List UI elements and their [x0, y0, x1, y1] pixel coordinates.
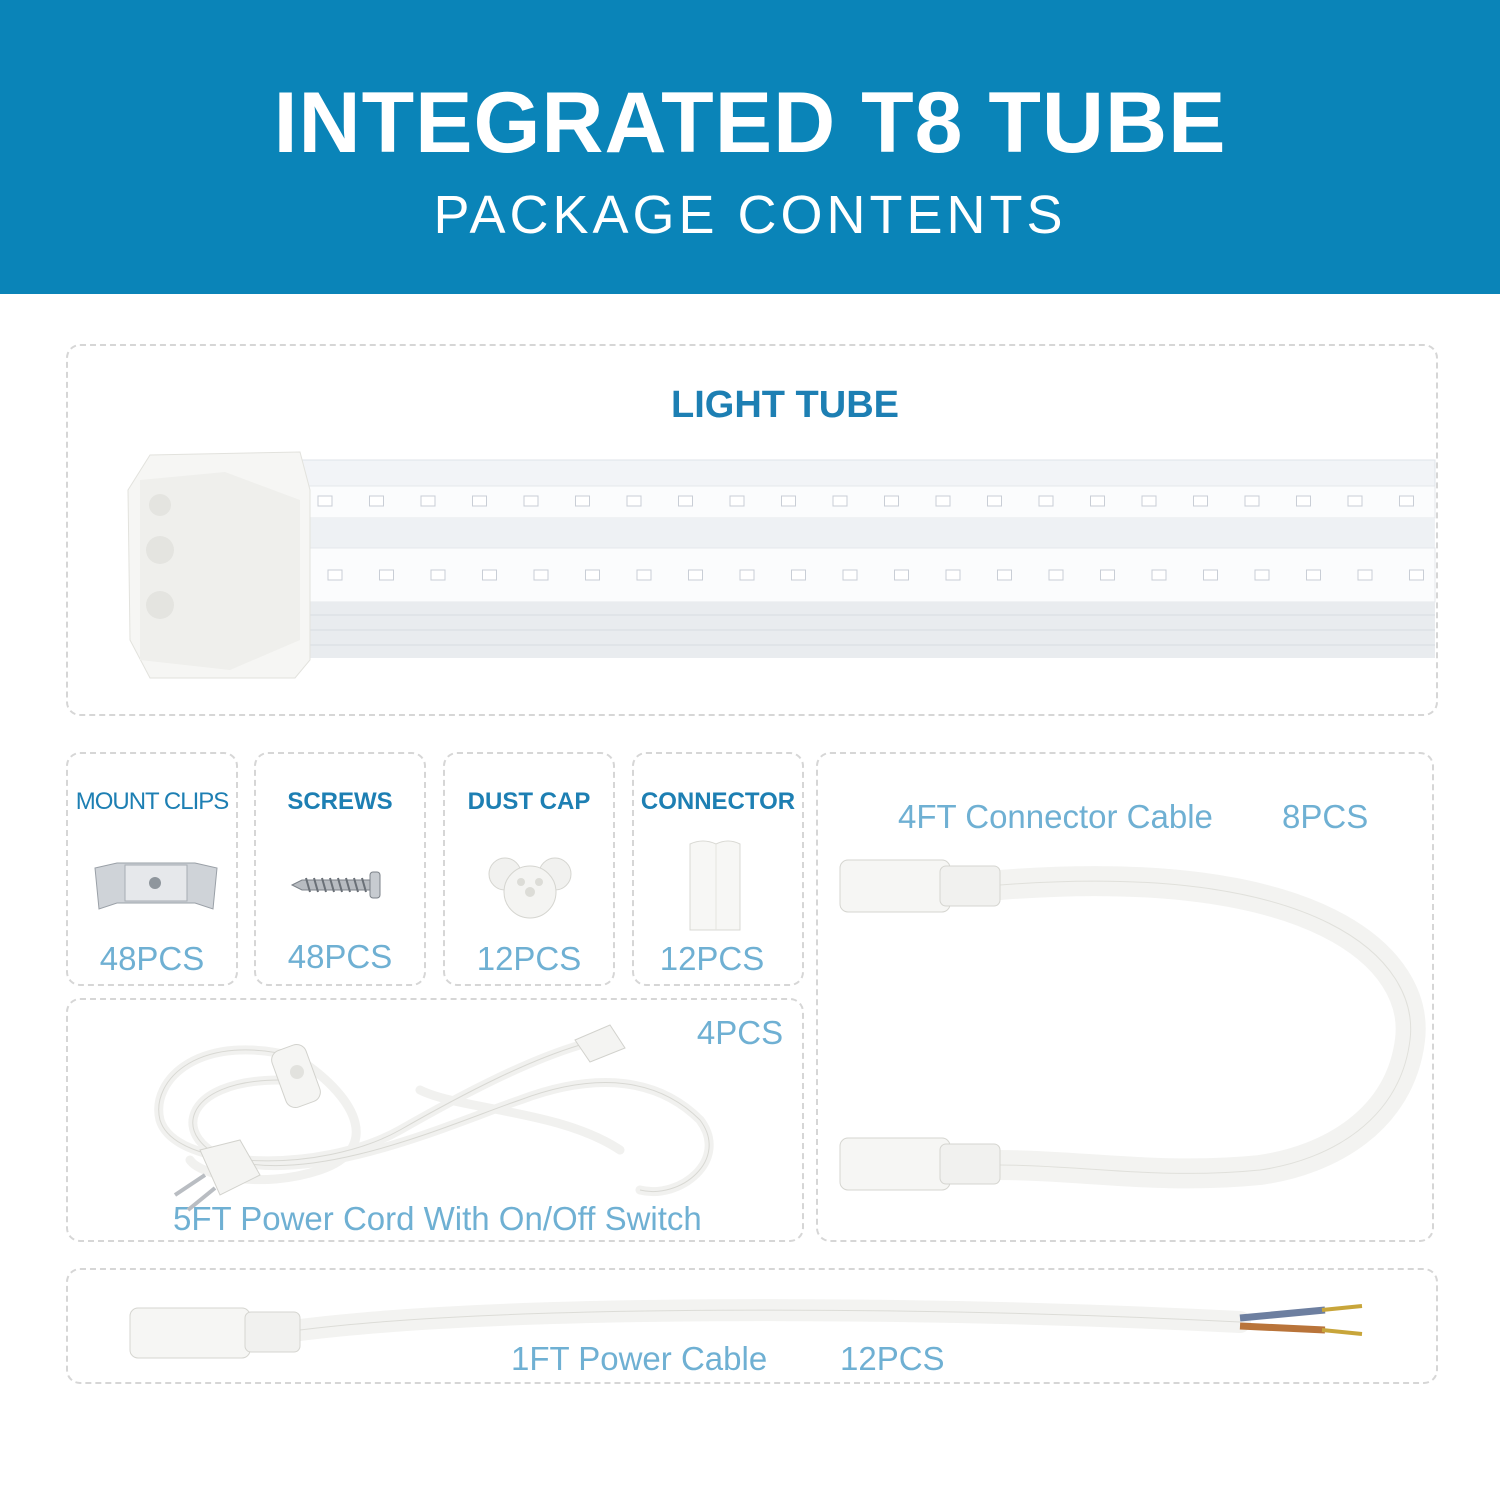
led-chip — [636, 569, 652, 581]
dust-cap-qty: 12PCS — [476, 940, 582, 977]
header-banner: INTEGRATED T8 TUBE PACKAGE CONTENTS — [0, 0, 1500, 294]
dust-cap-panel — [443, 752, 615, 986]
led-chip — [1357, 569, 1373, 581]
led-chip — [842, 569, 858, 581]
led-chip — [585, 569, 600, 581]
led-chip — [1244, 495, 1260, 507]
led-chip — [379, 569, 394, 581]
led-chip — [1306, 569, 1321, 581]
led-chip — [430, 569, 446, 581]
led-chip — [678, 495, 693, 507]
led-chip — [791, 569, 806, 581]
connector-cable-panel — [816, 752, 1434, 1242]
dust-cap-image — [488, 857, 572, 919]
led-chip — [523, 495, 539, 507]
power-cord-panel — [66, 998, 804, 1242]
page-subtitle: PACKAGE CONTENTS — [433, 185, 1067, 245]
connector-qty: 12PCS — [659, 940, 765, 977]
led-chip — [781, 495, 796, 507]
led-chip — [1409, 569, 1424, 581]
led-chip — [317, 495, 333, 507]
led-chip — [832, 495, 848, 507]
led-chip — [575, 495, 590, 507]
connector-cable-qty: 8PCS — [1282, 798, 1369, 835]
led-chip — [626, 495, 642, 507]
connector-panel — [632, 752, 804, 986]
led-chip — [1141, 495, 1157, 507]
power-cable-label: 1FT Power Cable — [511, 1340, 768, 1377]
led-chip — [1048, 569, 1064, 581]
led-chip — [1296, 495, 1311, 507]
light-tube-panel — [66, 344, 1438, 716]
mount-clip-image — [94, 862, 218, 910]
led-chip — [1100, 569, 1115, 581]
mount-clips-qty: 48PCS — [99, 940, 205, 977]
light-tube-label: LIGHT TUBE — [671, 384, 899, 426]
led-chip — [1193, 495, 1208, 507]
led-chip — [482, 569, 497, 581]
led-chip — [533, 569, 549, 581]
led-chip — [688, 569, 703, 581]
led-chip — [327, 569, 343, 581]
led-chip — [472, 495, 487, 507]
led-chip — [1203, 569, 1218, 581]
screws-label: SCREWS — [287, 788, 393, 815]
power-cord-qty: 4PCS — [696, 1014, 784, 1051]
mount-clips-panel — [66, 752, 238, 986]
led-chip — [894, 569, 909, 581]
led-chip — [987, 495, 1002, 507]
led-chip — [1038, 495, 1054, 507]
led-chip — [935, 495, 951, 507]
led-chip — [420, 495, 436, 507]
connector-label: CONNECTOR — [640, 788, 796, 815]
mount-clips-label: MOUNT CLIPS — [75, 788, 230, 815]
led-chip — [1254, 569, 1270, 581]
power-cable-panel — [66, 1268, 1438, 1384]
led-chip — [1151, 569, 1167, 581]
led-chip — [1090, 495, 1105, 507]
led-chip — [945, 569, 961, 581]
connector-cable-label: 4FT Connector Cable — [898, 798, 1213, 835]
screws-panel — [254, 752, 426, 986]
power-cable-qty: 12PCS — [840, 1340, 945, 1377]
led-chip — [884, 495, 899, 507]
led-chip — [729, 495, 745, 507]
power-cord-label: 5FT Power Cord With On/Off Switch — [173, 1200, 702, 1237]
led-chip — [1347, 495, 1363, 507]
led-chip — [739, 569, 755, 581]
led-chip — [369, 495, 384, 507]
led-chip — [997, 569, 1012, 581]
connector-image — [689, 840, 741, 931]
led-chip — [1399, 495, 1414, 507]
dust-cap-label: DUST CAP — [467, 788, 591, 815]
screw-image — [290, 871, 381, 899]
screws-qty: 48PCS — [287, 938, 393, 975]
page-title: INTEGRATED T8 TUBE — [273, 75, 1227, 171]
